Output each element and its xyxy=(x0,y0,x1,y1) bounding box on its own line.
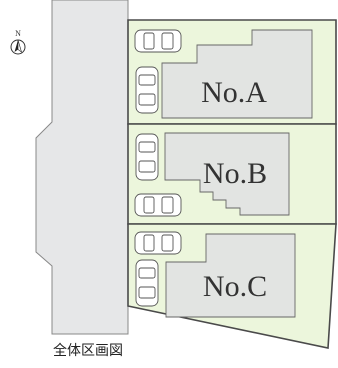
north-arrow-icon: N xyxy=(10,29,26,55)
lot-c: No.C xyxy=(127,223,337,349)
lot-a-label: No.A xyxy=(201,76,267,109)
north-label: N xyxy=(15,29,21,38)
car-icon xyxy=(134,231,182,255)
lot-a-building xyxy=(161,29,313,119)
car-icon xyxy=(135,259,159,307)
car-icon xyxy=(135,66,159,114)
lot-b: No.B xyxy=(127,123,337,225)
road xyxy=(35,0,129,335)
car-icon xyxy=(134,29,182,53)
lot-b-label: No.B xyxy=(203,157,267,190)
plan-caption: 全体区画図 xyxy=(53,343,123,359)
lot-c-label: No.C xyxy=(203,270,267,303)
lot-c-building xyxy=(165,233,296,318)
car-icon xyxy=(135,133,159,181)
car-icon xyxy=(134,193,182,217)
lot-b-building xyxy=(164,132,290,216)
